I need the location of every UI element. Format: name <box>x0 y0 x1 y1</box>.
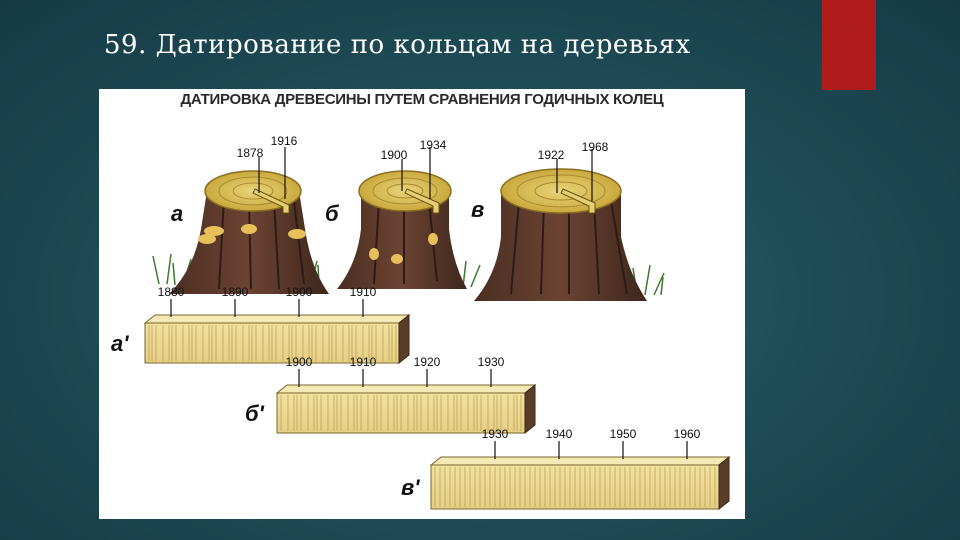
strip-year-label: 1930 <box>478 355 505 369</box>
stump-a-start-year: 1878 <box>237 146 264 160</box>
wood-strip-a: 1880 1890 1900 1910 а' <box>111 285 409 363</box>
wood-strip-c: 1930 1940 1950 1960 в' <box>401 427 729 509</box>
strip-year-label: 1900 <box>286 285 313 299</box>
stump-c-start-year: 1922 <box>538 148 565 162</box>
strip-year-label: 1960 <box>674 427 701 441</box>
stump-b-end-year: 1934 <box>420 138 447 152</box>
strip-letter: а' <box>111 331 129 356</box>
strip-top-face <box>145 315 409 323</box>
strip-year-label: 1920 <box>414 355 441 369</box>
strip-end-face <box>525 385 535 433</box>
strip-letter: б' <box>245 401 265 426</box>
strip-year-label: 1880 <box>158 285 185 299</box>
strip-top-face <box>431 457 729 465</box>
strip-year-label: 1930 <box>482 427 509 441</box>
slide-title: 59. Датирование по кольцам на деревьях <box>104 30 691 60</box>
stump-a-letter: а <box>171 201 183 226</box>
strip-top-face <box>277 385 535 393</box>
strip-year-label: 1890 <box>222 285 249 299</box>
strip-letter: в' <box>401 475 420 500</box>
tree-ring-figure: ДАТИРОВКА ДРЕВЕСИНЫ ПУТЕМ СРАВНЕНИЯ ГОДИ… <box>99 89 745 519</box>
illustration: 1878 1916 1900 1934 1922 1968 а б в 1880… <box>99 89 745 519</box>
strip-end-face <box>719 457 729 509</box>
strip-year-label: 1950 <box>610 427 637 441</box>
accent-bar <box>822 0 876 90</box>
stump-a-end-year: 1916 <box>271 134 298 148</box>
strip-year-label: 1940 <box>546 427 573 441</box>
strip-year-label: 1910 <box>350 355 377 369</box>
stump-c <box>474 169 647 301</box>
stump-b-start-year: 1900 <box>381 148 408 162</box>
stump-a <box>169 171 329 294</box>
wood-strip-b: 1900 1910 1920 1930 б' <box>245 355 535 433</box>
strip-year-label: 1900 <box>286 355 313 369</box>
stump-b-letter: б <box>325 201 340 226</box>
strip-year-label: 1910 <box>350 285 377 299</box>
stump-c-letter: в <box>471 197 484 222</box>
strip-end-face <box>399 315 409 363</box>
stump-c-end-year: 1968 <box>582 140 609 154</box>
wood-strips: 1880 1890 1900 1910 а' 1900 1910 1920 1930 б' 1930… <box>111 285 729 509</box>
